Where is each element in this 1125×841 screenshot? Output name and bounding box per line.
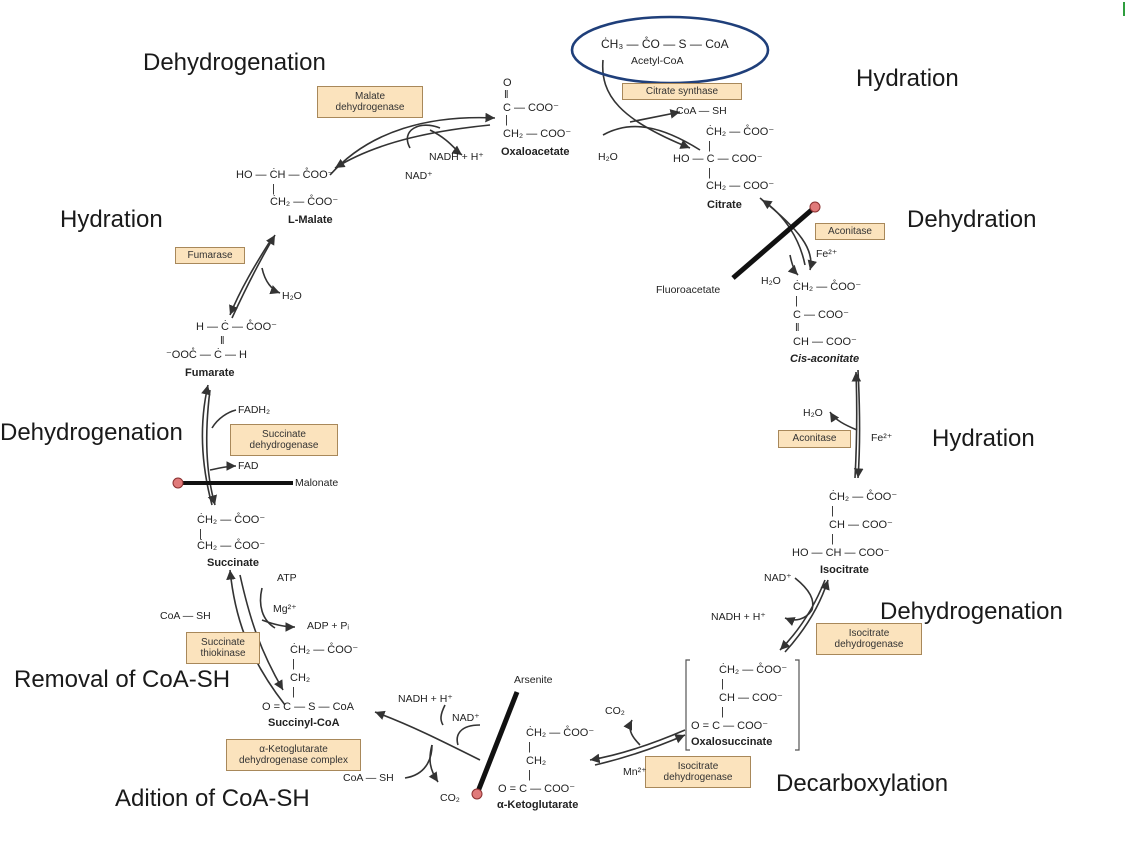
cofactor-co2-oxalo: CO₂ <box>605 705 625 717</box>
enzyme-akg-dehydrogenase-complex: α-Ketoglutarate dehydrogenase complex <box>226 739 361 771</box>
enzyme-citrate-synthase: Citrate synthase <box>622 83 742 100</box>
process-label-hydration-left: Hydration <box>60 206 163 233</box>
enzyme-succinate-thiokinase: Succinate thiokinase <box>186 632 260 664</box>
arrow-malate-to-fumarate <box>229 237 273 316</box>
cofactor-nad-isocitrate: NAD⁺ <box>764 572 792 584</box>
l-malate-label: L-Malate <box>288 214 333 226</box>
inhibitor-malonate-label: Malonate <box>295 477 339 489</box>
citrate-label: Citrate <box>707 199 742 211</box>
cofactor-h2o-citrate: H₂O <box>598 151 618 163</box>
cofactor-nad-top: NAD⁺ <box>405 170 433 182</box>
enzyme-isocitrate-dehydrogenase-2: Isocitrate dehydrogenase <box>645 756 751 788</box>
process-label-removal-coa: Removal of CoA-SH <box>14 666 231 693</box>
arrow-nadh-isocitrate <box>784 609 813 627</box>
arrow-nadh-akg <box>440 704 446 726</box>
cofactor-fe2-mid: Fe²⁺ <box>871 432 893 444</box>
cofactor-co2-akg: CO₂ <box>440 792 460 804</box>
cofactor-fe2-top: Fe²⁺ <box>816 248 838 260</box>
fluoroacetate-block <box>731 205 817 280</box>
process-label-hydration-top: Hydration <box>856 65 959 92</box>
process-label-dehydration: Dehydration <box>907 206 1037 233</box>
process-label-hydration-right: Hydration <box>932 425 1035 452</box>
oxalosuccinate-bracket <box>685 659 800 751</box>
cofactor-mn2: Mn²⁺ <box>623 766 647 778</box>
arrow-oaa-to-citrate <box>602 125 701 151</box>
enzyme-malate-dehydrogenase: Malate dehydrogenase <box>317 86 423 118</box>
arrow-h2o-fumarase <box>261 267 281 295</box>
process-label-decarboxylation: Decarboxylation <box>776 770 949 797</box>
cofactor-h2o-aconitase-1: H₂O <box>761 275 781 287</box>
arrow-fumarate-to-succinate <box>205 389 217 506</box>
arrow-h2o-aconitase-1 <box>787 254 799 276</box>
enzyme-aconitase-2: Aconitase <box>778 430 851 448</box>
succinate-label: Succinate <box>207 557 259 569</box>
cofactor-adp-pi: ADP + Pᵢ <box>307 620 350 632</box>
cofactor-mg2: Mg²⁺ <box>273 603 297 615</box>
fumarate-label: Fumarate <box>185 367 235 379</box>
cofactor-fadh2: FADH₂ <box>238 404 271 416</box>
acetyl-coa-label: Acetyl-CoA <box>631 55 684 67</box>
arrow-malate-reverse <box>334 124 491 169</box>
alpha-ketoglutarate-label: α-Ketoglutarate <box>497 799 579 811</box>
cofactor-coa-sh-akg: CoA — SH <box>343 772 394 784</box>
arrow-atp-curve <box>259 587 276 629</box>
arrow-nadh-curve <box>429 129 463 156</box>
enzyme-fumarase: Fumarase <box>175 247 245 264</box>
cofactor-h2o-fumarase: H₂O <box>282 290 302 302</box>
cis-aconitate-label: Cis-aconitate <box>790 353 860 365</box>
isocitrate-label: Isocitrate <box>820 564 869 576</box>
fluoroacetate-dot <box>809 201 821 213</box>
arrow-coa-akg <box>404 744 433 779</box>
inhibitor-fluoroacetate-label: Fluoroacetate <box>656 284 721 296</box>
cofactor-nadh-isocitrate: NADH + H⁺ <box>711 611 766 623</box>
cofactor-fad: FAD <box>238 460 259 472</box>
arrow-succinate-to-fumarate <box>201 384 213 506</box>
cofactor-nadh-top: NADH + H⁺ <box>429 151 484 163</box>
arrow-cisaconitate-to-isocitrate <box>853 369 864 479</box>
arrow-nad-curve <box>406 124 441 149</box>
arrow-adp-curve <box>261 619 296 632</box>
cofactor-h2o-aconitase-2: H₂O <box>803 407 823 419</box>
arrow-oxalosuccinate-back <box>784 579 830 653</box>
cofactor-coa-sh-top: CoA — SH <box>676 105 727 117</box>
arrow-acetylcoa-citrate <box>601 59 691 149</box>
acetyl-coa-formula: ĊH₃ — C̊O — S — CoA <box>601 37 729 51</box>
arrow-co2-akg <box>428 744 439 783</box>
arrow-akg-to-succinylcoa <box>374 710 481 761</box>
process-label-dehydrogenation-left: Dehydrogenation <box>0 419 183 446</box>
process-label-dehydrogenation-top: Dehydrogenation <box>143 49 326 76</box>
enzyme-isocitrate-dehydrogenase-1: Isocitrate dehydrogenase <box>816 623 922 655</box>
enzyme-aconitase-1: Aconitase <box>815 223 885 240</box>
cofactor-atp: ATP <box>277 572 297 584</box>
cofactor-nad-akg: NAD⁺ <box>452 712 480 724</box>
malonate-dot <box>172 477 184 489</box>
cofactor-coa-sh-thiokinase: CoA — SH <box>160 610 211 622</box>
arrow-oxalosuccinate-to-akg <box>589 729 686 764</box>
oxaloacetate-label: Oxaloacetate <box>501 146 570 158</box>
arrow-isocitrate-to-cisaconitate <box>851 371 862 479</box>
arsenite-dot <box>471 788 483 800</box>
arsenite-block <box>474 691 520 795</box>
arrow-fad-curve <box>209 461 237 471</box>
arrow-coa-release <box>629 109 681 123</box>
process-label-dehydrogenation-right: Dehydrogenation <box>880 598 1063 625</box>
enzyme-succinate-dehydrogenase: Succinate dehydrogenase <box>230 424 338 456</box>
cofactor-nadh-akg: NADH + H⁺ <box>398 693 453 705</box>
succinyl-coa-label: Succinyl-CoA <box>268 717 340 729</box>
arrow-nad-isocitrate <box>794 577 814 611</box>
oxalosuccinate-label: Oxalosuccinate <box>691 736 773 748</box>
inhibitor-arsenite-label: Arsenite <box>514 674 553 686</box>
arrow-co2-oxalo <box>623 719 641 746</box>
arrow-malate-to-oaa <box>329 112 496 176</box>
process-label-addition-coa: Adition of CoA-SH <box>115 785 310 812</box>
arrow-akg-to-oxalosuccinate <box>594 734 686 766</box>
arrow-nad-akg <box>456 724 481 746</box>
arrow-h2o-aconitase-2 <box>829 411 858 431</box>
arrow-fadh2-curve <box>211 409 237 429</box>
